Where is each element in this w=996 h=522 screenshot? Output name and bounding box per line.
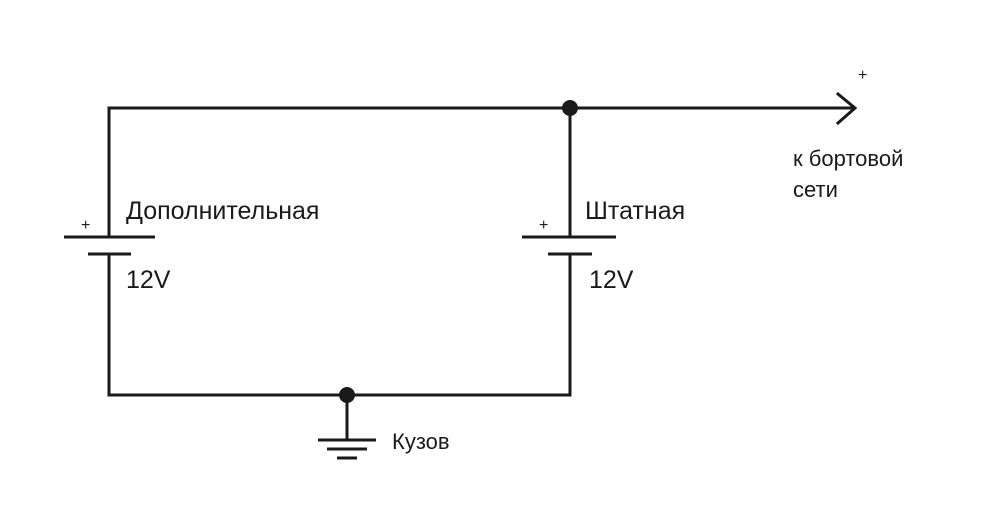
output-arrow-icon — [835, 91, 858, 126]
output-plus-sign: + — [858, 67, 867, 84]
aux-battery-name: Дополнительная — [126, 197, 319, 225]
output-label-line1: к бортовой — [793, 146, 903, 171]
ground-icon — [318, 438, 376, 460]
ground-junction-node — [339, 387, 355, 403]
main-battery-plus-sign: + — [539, 217, 548, 234]
ground-label: Кузов — [392, 429, 450, 454]
aux-battery-voltage: 12V — [126, 266, 171, 294]
aux-battery-plus-sign: + — [81, 217, 90, 234]
main-battery-name: Штатная — [585, 197, 685, 225]
output-label-line2: сети — [793, 177, 838, 202]
top-junction-node — [562, 100, 578, 116]
main-battery-voltage: 12V — [589, 266, 634, 294]
